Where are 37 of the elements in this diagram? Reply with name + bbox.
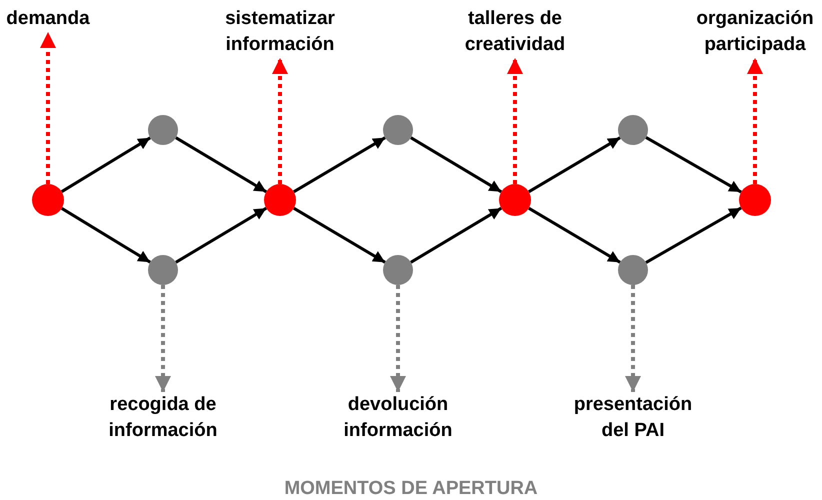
step-label: presentación del PAI <box>558 392 708 444</box>
circle-node <box>32 184 64 216</box>
arrow <box>528 206 621 264</box>
arrow <box>645 206 742 264</box>
circle-node <box>264 184 296 216</box>
step-label: demanda <box>6 6 90 32</box>
circle-node <box>148 255 178 285</box>
step-label: talleres de creatividad <box>440 6 590 58</box>
dotted-arrow <box>747 58 763 184</box>
arrow <box>60 207 151 264</box>
circle-node <box>618 115 648 145</box>
circle-node <box>499 184 531 216</box>
dotted-arrow <box>390 285 406 392</box>
arrow <box>528 136 621 194</box>
arrow <box>175 136 268 194</box>
circle-node <box>739 184 771 216</box>
arrow <box>410 206 502 264</box>
arrow <box>645 136 742 194</box>
arrow <box>410 136 502 194</box>
circle-node <box>383 255 413 285</box>
step-label: devolución información <box>323 392 473 444</box>
dotted-arrow <box>507 58 523 184</box>
dotted-arrow <box>155 285 171 392</box>
arrow <box>60 136 151 193</box>
step-label: sistematizar información <box>205 6 355 58</box>
dotted-arrow <box>625 285 641 392</box>
dotted-arrow <box>272 58 288 184</box>
step-label: organización participada <box>680 6 822 58</box>
arrow <box>293 136 386 194</box>
caption: MOMENTOS DE APERTURA <box>284 478 538 500</box>
arrow <box>293 206 386 264</box>
circle-node <box>148 115 178 145</box>
arrow <box>175 206 268 264</box>
circle-node <box>383 115 413 145</box>
dotted-arrow <box>40 32 56 184</box>
step-label: recogida de información <box>88 392 238 444</box>
circle-node <box>618 255 648 285</box>
